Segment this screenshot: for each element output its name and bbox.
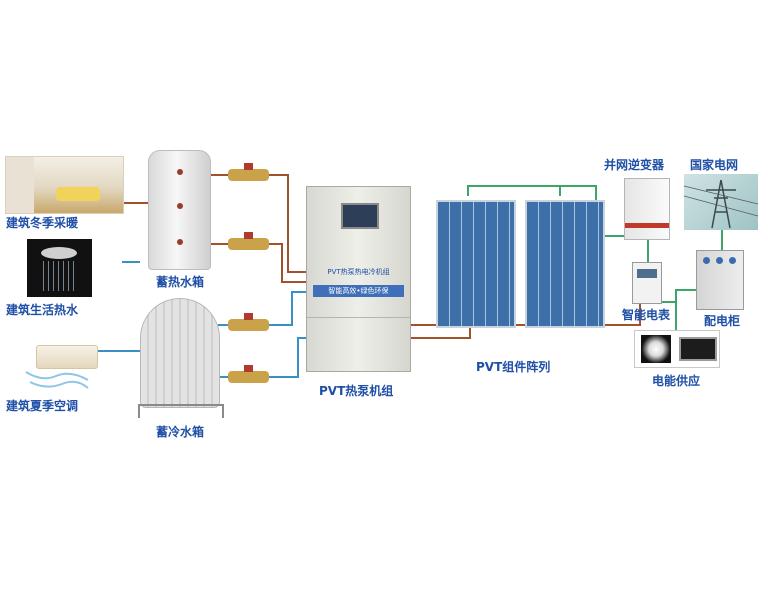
national-grid-label: 国家电网: [690, 158, 739, 172]
summer-ac-label: 建筑夏季空调: [6, 399, 79, 413]
air-conditioner-image: [36, 345, 98, 369]
heat-pump-unit-label: PVT热泵机组: [319, 384, 394, 398]
domestic-hot-water-label: 建筑生活热水: [6, 303, 79, 317]
power-supply-label: 电能供应: [652, 374, 701, 388]
shower-head-image: [27, 239, 92, 297]
smart-meter-label: 智能电表: [622, 308, 671, 322]
cold-storage-tank: [140, 298, 220, 408]
valve-icon: [228, 163, 269, 181]
cold-tank-label: 蓄冷水箱: [156, 425, 205, 439]
laptop-icon: [679, 337, 717, 361]
pvt-array-label: PVT组件阵列: [476, 360, 551, 374]
distribution-cabinet: [696, 250, 744, 310]
valve-icon: [228, 313, 269, 331]
winter-heating-label: 建筑冬季采暖: [6, 216, 79, 230]
grid-inverter-label: 并网逆变器: [604, 158, 665, 172]
heat-tank-label: 蓄热水箱: [156, 275, 205, 289]
cold-tank-stand: [138, 404, 224, 418]
heat-pump-unit: PVT热泵热电冷机组 智能高效•绿色环保: [306, 186, 411, 372]
heat-storage-tank: [148, 150, 211, 270]
grid-inverter: [624, 178, 670, 240]
smart-meter: [632, 262, 662, 304]
cool-air-flow-icon: [25, 371, 89, 389]
power-supply-frame: [634, 330, 720, 368]
power-tower-icon: [683, 179, 759, 229]
distribution-cabinet-label: 配电柜: [704, 314, 741, 328]
power-tower-image: [683, 174, 759, 230]
unit-panel-banner: 智能高效•绿色环保: [313, 285, 404, 297]
valve-icon: [228, 365, 269, 383]
electric-lines: [467, 185, 723, 330]
unit-display-screen: [341, 203, 379, 229]
pvt-panel: [436, 200, 516, 328]
light-bulb-icon: [641, 335, 671, 363]
winter-heating-room-image: [5, 156, 124, 214]
valve-icon: [228, 232, 269, 250]
pvt-panel: [525, 200, 605, 328]
unit-panel-title: PVT热泵热电冷机组: [327, 268, 390, 276]
